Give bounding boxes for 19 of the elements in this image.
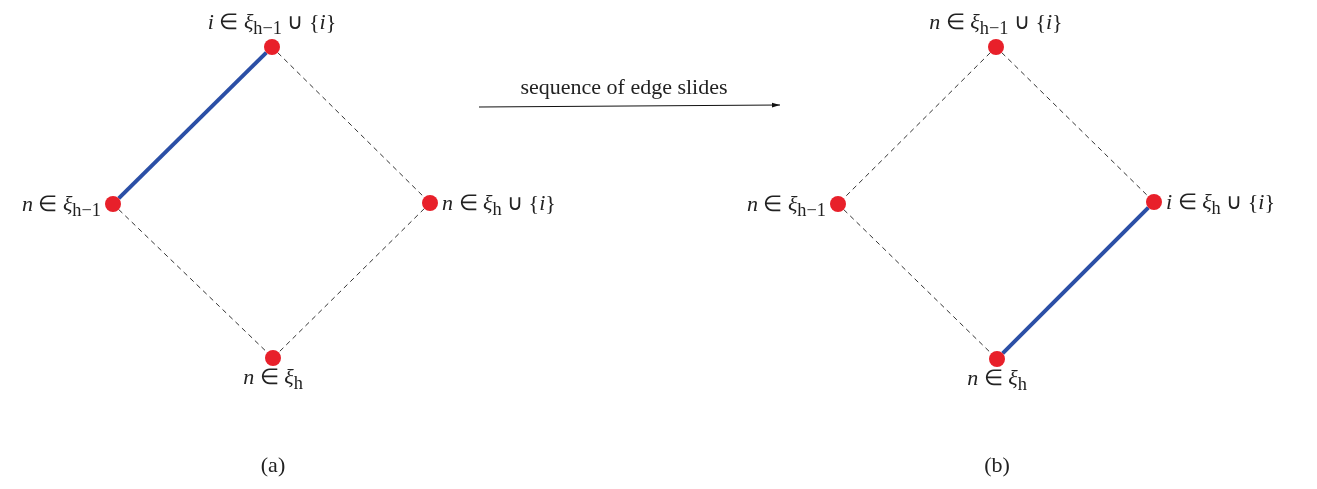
subfigure-label: (b) bbox=[984, 452, 1010, 478]
subfigure-label: (a) bbox=[260, 452, 286, 478]
vertex-label: n ∈ ξ$_{h}$ ∪ {i} bbox=[442, 190, 556, 222]
vertex-label: i ∈ ξ$_{h}$ ∪ {i} bbox=[1166, 189, 1275, 221]
thick-edge-line bbox=[117, 51, 268, 200]
dashed-edge-line bbox=[1001, 52, 1149, 197]
vertex-label: n ∈ ξ$_{h}$ bbox=[967, 365, 1027, 397]
dashed-edge-line bbox=[843, 209, 992, 354]
dashed-edge-line bbox=[278, 208, 425, 353]
thick-edge-line bbox=[1001, 206, 1150, 355]
vertex-label: n ∈ ξ$_{h−1}$ bbox=[746, 191, 826, 223]
caption-text: sequence of edge slides bbox=[520, 74, 728, 100]
vertex-label: n ∈ ξ$_{h−1}$ ∪ {i} bbox=[929, 8, 1063, 40]
dashed-edge-line bbox=[118, 209, 268, 353]
vertex-label: i ∈ ξ$_{h−1}$ ∪ {i} bbox=[207, 8, 337, 40]
dashed-edge-line bbox=[843, 52, 991, 199]
vertex-label: n ∈ ξ$_{h−1}$ bbox=[21, 191, 101, 223]
dashed-edge-line bbox=[277, 52, 425, 198]
vertex-label: n ∈ ξ$_{h}$ bbox=[243, 364, 303, 396]
